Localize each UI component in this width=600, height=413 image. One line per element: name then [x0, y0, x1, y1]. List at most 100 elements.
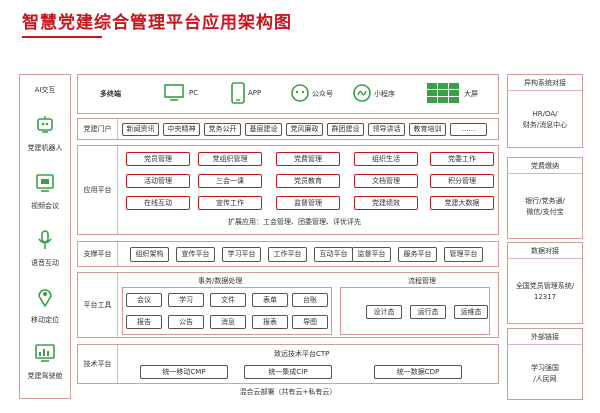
video-icon: [36, 174, 54, 192]
tool-chip[interactable]: 台账: [292, 293, 328, 307]
tool-chip[interactable]: 表单: [252, 293, 288, 307]
right-box-line: 学习强国: [531, 364, 559, 372]
right-box-head: 党费缴纳: [508, 158, 582, 174]
left-item-robot[interactable]: 党建机器人: [20, 115, 70, 153]
right-box-line: 银行/党务通/: [525, 197, 565, 205]
flow-chip[interactable]: 运维态: [454, 305, 488, 319]
terminals-row: 多终端 PC APP 公众号 小程序 大屏: [77, 74, 499, 114]
right-box-data: 数据对接 全国党员管理系统/ 12317: [507, 242, 583, 324]
tool-chip[interactable]: 导图: [292, 315, 328, 329]
portal-chip[interactable]: 党务公开: [204, 123, 241, 136]
app-chip[interactable]: 组织生活: [354, 152, 418, 166]
deployment-text: 混合云部署（共有云+私有云）: [239, 388, 337, 396]
monitor-icon: [35, 344, 55, 362]
tools-group1-title: 事务/数据处理: [198, 277, 243, 285]
right-box-head: 数据对接: [508, 243, 582, 259]
support-chip[interactable]: 管理平台: [444, 247, 483, 262]
tech-chip[interactable]: 统一移动CMP: [140, 365, 228, 379]
left-item-video[interactable]: 视频会议: [20, 173, 70, 211]
portal-chip[interactable]: 新闻资讯: [122, 123, 159, 136]
support-chip[interactable]: 服务平台: [398, 247, 437, 262]
app-chip[interactable]: 三会一课: [198, 174, 262, 188]
portal-chip[interactable]: 教育培训: [409, 123, 446, 136]
portal-row: 党建门户 新闻资讯 中央精神 党务公开 基层建设 党风廉政 群团建设 领导讲话 …: [77, 118, 499, 140]
terminal-label: 公众号: [312, 90, 333, 98]
app-chip[interactable]: 在线互动: [126, 196, 190, 210]
flow-chip[interactable]: 运行态: [410, 305, 446, 319]
app-chip[interactable]: 党员管理: [126, 152, 190, 166]
tool-chip[interactable]: 文件: [210, 293, 246, 307]
portal-chip[interactable]: 基层建设: [245, 123, 282, 136]
right-box-head: 外部链接: [508, 329, 582, 345]
bigscreen-icon: [427, 83, 459, 103]
right-box-external: 外部链接 学习强国 /人民网: [507, 328, 583, 400]
terminal-label: 小程序: [374, 90, 395, 98]
terminal-label: PC: [189, 89, 199, 97]
portal-label: 党建门户: [78, 119, 118, 139]
left-item-label: 党建驾驶舱: [27, 372, 63, 380]
page-title: 智慧党建综合管理平台应用架构图: [22, 13, 292, 33]
left-item-label: 移动定位: [31, 316, 59, 324]
portal-chip[interactable]: ......: [450, 123, 487, 136]
support-chip[interactable]: 工作平台: [268, 247, 307, 262]
tools-group1-box: [122, 287, 332, 335]
app-chip[interactable]: 党费管理: [276, 152, 340, 166]
terminal-label: APP: [248, 89, 262, 97]
tools-group2-title: 流程管理: [408, 277, 436, 285]
portal-chip[interactable]: 中央精神: [163, 123, 200, 136]
tool-chip[interactable]: 报告: [126, 315, 162, 329]
right-box-line: 全国党员管理系统/: [515, 282, 575, 290]
apps-extend-text: 扩展应用：工会管理、团委管理、评优评先: [228, 218, 361, 226]
tools-row: 平台工具 事务/数据处理 会议 学习 文件 表单 台账 报告 公告 消息 报表 …: [77, 272, 499, 338]
support-chip[interactable]: 互动平台: [314, 247, 353, 262]
portal-chip[interactable]: 领导讲话: [368, 123, 405, 136]
tool-chip[interactable]: 会议: [126, 293, 162, 307]
miniprogram-icon: [353, 84, 371, 102]
tech-chip[interactable]: 统一集成CIP: [244, 365, 332, 379]
tech-chip[interactable]: 统一数据CDP: [374, 365, 462, 379]
support-chip[interactable]: 宣传平台: [176, 247, 215, 262]
app-chip[interactable]: 活动管理: [126, 174, 190, 188]
support-chip[interactable]: 组织架构: [130, 247, 169, 262]
app-chip[interactable]: 文档管理: [354, 174, 418, 188]
right-box-line: 财务/消息中心: [522, 121, 568, 129]
tool-chip[interactable]: 学习: [168, 293, 204, 307]
left-item-location[interactable]: 移动定位: [20, 287, 70, 325]
tools-label: 平台工具: [78, 273, 118, 337]
right-box-line: /人民网: [533, 375, 557, 383]
right-box-line: 微信/支付宝: [526, 208, 564, 216]
left-item-label: 视频会议: [31, 202, 59, 210]
tools-group2-box: [340, 287, 490, 335]
app-chip[interactable]: 党建绩效: [354, 196, 418, 210]
left-item-cockpit[interactable]: 党建驾驶舱: [20, 343, 70, 381]
ai-interaction-head: AI交互: [34, 86, 56, 94]
app-chip[interactable]: 党建大数据: [430, 196, 494, 210]
app-chip[interactable]: 宣传工作: [198, 196, 262, 210]
left-item-label: 语音互动: [31, 259, 59, 267]
phone-icon: [231, 82, 245, 104]
app-chip[interactable]: 党组织管理: [198, 152, 262, 166]
tech-row: 技术平台 致远技术平台CTP 统一移动CMP 统一集成CIP 统一数据CDP: [77, 344, 499, 384]
support-chip[interactable]: 监督平台: [352, 247, 391, 262]
tech-label: 技术平台: [78, 345, 118, 383]
tool-chip[interactable]: 报表: [252, 315, 288, 329]
portal-chip[interactable]: 群团建设: [327, 123, 364, 136]
flow-chip[interactable]: 设计态: [366, 305, 402, 319]
apps-row: 应用平台 党员管理 党组织管理 党费管理 组织生活 党委工作 活动管理 三会一课…: [77, 145, 499, 235]
tool-chip[interactable]: 消息: [210, 315, 246, 329]
app-chip[interactable]: 党委工作: [430, 152, 494, 166]
support-chip[interactable]: 学习平台: [222, 247, 261, 262]
right-box-line: 12317: [533, 293, 557, 301]
wechat-icon: [291, 84, 309, 102]
pc-icon: [164, 84, 184, 101]
robot-icon: [37, 116, 53, 133]
app-chip[interactable]: 党员教育: [276, 174, 340, 188]
portal-chip[interactable]: 党风廉政: [286, 123, 323, 136]
left-item-voice[interactable]: 语音互动: [20, 230, 70, 268]
ai-interaction-panel: AI交互 党建机器人 视频会议 语音互动 移动定位: [19, 74, 71, 399]
left-item-label: 党建机器人: [27, 144, 63, 152]
right-box-head: 异构系统对接: [508, 75, 582, 91]
tool-chip[interactable]: 公告: [168, 315, 204, 329]
app-chip[interactable]: 积分管理: [430, 174, 494, 188]
app-chip[interactable]: 监督管理: [276, 196, 340, 210]
